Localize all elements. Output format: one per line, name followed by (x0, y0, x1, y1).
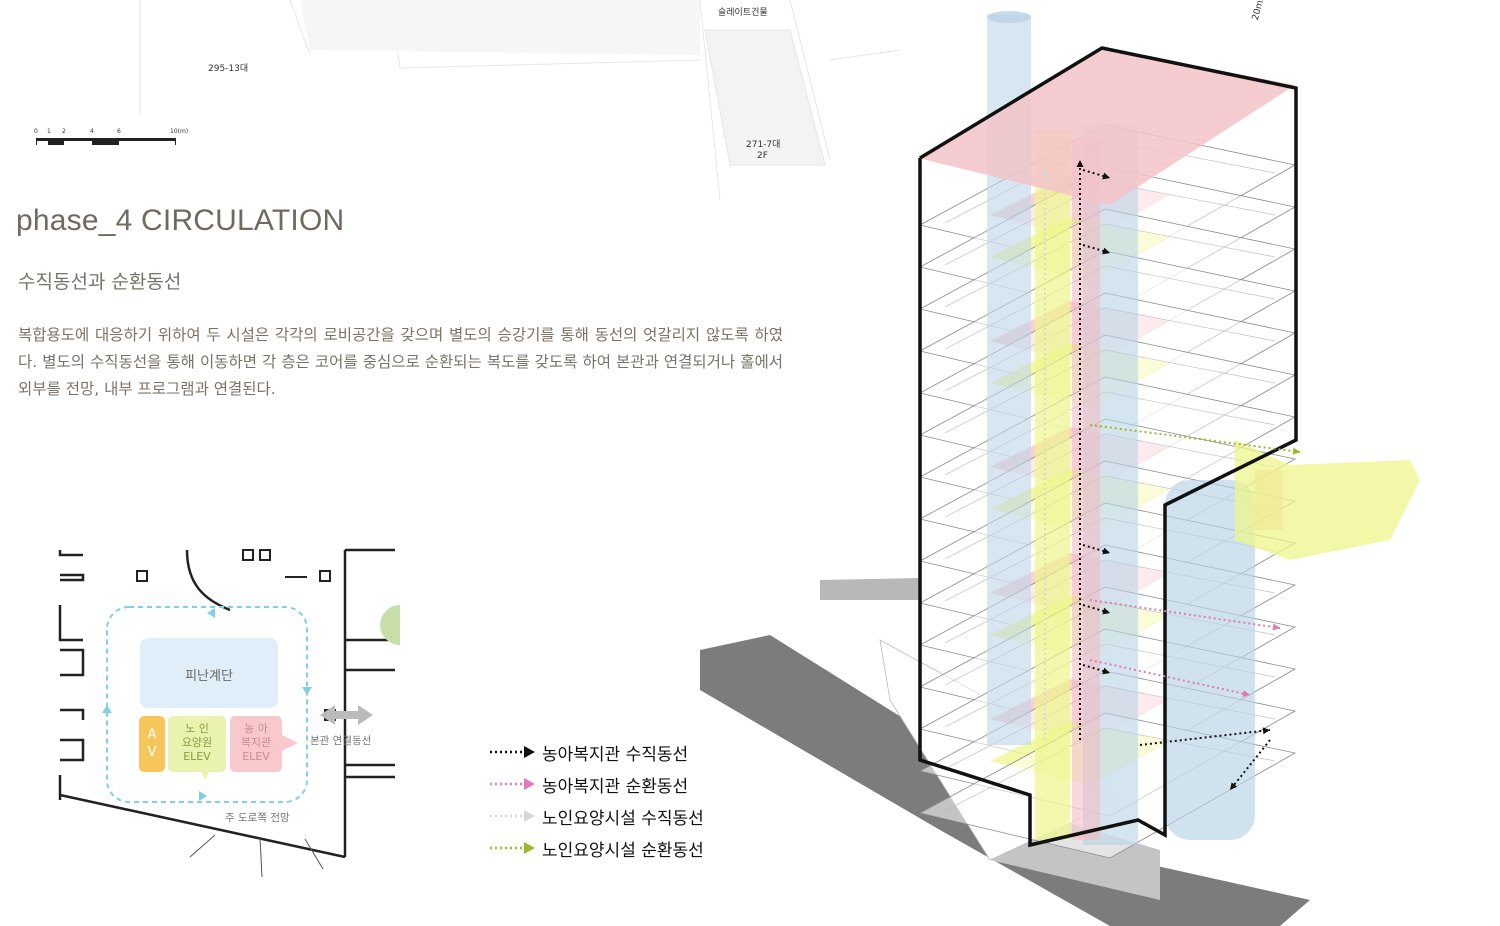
scale-bar (36, 138, 176, 145)
arrow-head-icon (1272, 623, 1280, 631)
description: 복합용도에 대응하기 위하여 두 시설은 각각의 로비공간을 갖으며 별도의 승… (18, 326, 783, 398)
map-label-lot-2-floor: 2F (757, 151, 768, 161)
av-room (139, 716, 165, 772)
map-label-lot-2: 271-7대 (746, 140, 781, 150)
scale-tick-6: 6 (117, 128, 121, 135)
arrow-head-icon (1262, 727, 1270, 735)
dotted-arrow-icon (490, 746, 535, 758)
legend-label: 노인요양시설 순환동선 (542, 840, 704, 861)
arrow-head-icon (1102, 667, 1110, 675)
legend-item: 농아복지관 순환동선 (488, 768, 704, 800)
arrow-head-icon (1041, 170, 1049, 177)
stair-room (140, 638, 278, 708)
circulation-path (1089, 424, 1301, 453)
legend-item: 노인요양시설 순환동선 (488, 832, 704, 864)
connection-label: 본관 연결동선 (310, 735, 372, 747)
circulation-path (1229, 739, 1271, 791)
legend-label: 농아복지관 수직동선 (542, 744, 689, 765)
legend-item: 노인요양시설 수직동선 (488, 800, 704, 832)
legend-label: 노인요양시설 수직동선 (542, 808, 704, 829)
child-shaft (1072, 140, 1100, 840)
arrow-head-icon (1230, 782, 1238, 790)
scale-tick-4: 4 (90, 128, 94, 135)
arrow-head-icon (1102, 247, 1110, 255)
arrow-head-icon (1242, 690, 1250, 697)
circulation-path (1089, 599, 1281, 629)
scale-tick-0: 0 (34, 128, 38, 135)
av-label: A V (147, 727, 157, 760)
circulation-path (1089, 659, 1251, 696)
elderly-shaft (1035, 130, 1070, 840)
map-label-lot-1: 295-13대 (208, 64, 249, 74)
connection-double-arrow-icon (320, 705, 373, 725)
view-label: 주 도로쪽 전망 (225, 812, 290, 824)
axonometric-building (700, 11, 1420, 926)
circulation-path (1139, 729, 1271, 746)
scale-tick-2: 2 (62, 128, 66, 135)
map-label-building: 슬레이트건물 (718, 8, 768, 18)
dotted-arrow-icon (490, 778, 535, 790)
arrow-head-icon (1292, 447, 1300, 455)
arrow-head-icon (1102, 172, 1110, 180)
site-map (36, 0, 900, 200)
page-subtitle: 수직동선과 순환동선 (18, 271, 182, 293)
arrow-head-icon (1076, 160, 1084, 167)
circulation-arrows (1041, 160, 1301, 791)
legend-label: 농아복지관 순환동선 (542, 776, 689, 797)
elderly-elevator (168, 716, 226, 772)
building-outline (918, 46, 1298, 848)
page-title: phase_4 CIRCULATION (16, 204, 345, 237)
scale-tick-10: 10(m) (170, 128, 189, 135)
dotted-arrow-icon (490, 842, 535, 854)
arrow-head-icon (1102, 607, 1110, 615)
child-elev-label: 농 아 복지관 ELEV (240, 722, 272, 763)
stair-label: 피난계단 (185, 669, 233, 684)
road-shadow (700, 635, 1310, 926)
scale-tick-1: 1 (47, 128, 51, 135)
terrace (1235, 440, 1420, 560)
arrow-head-icon (1102, 547, 1110, 555)
annex-core (1165, 480, 1255, 840)
legend-item: 농아복지관 수직동선 (488, 736, 704, 768)
core-plan-diagram (58, 548, 400, 878)
elderly-elev-label: 노 인 요양원 ELEV (181, 722, 213, 763)
child-elevator (230, 716, 282, 772)
dotted-arrow-icon (490, 810, 535, 822)
